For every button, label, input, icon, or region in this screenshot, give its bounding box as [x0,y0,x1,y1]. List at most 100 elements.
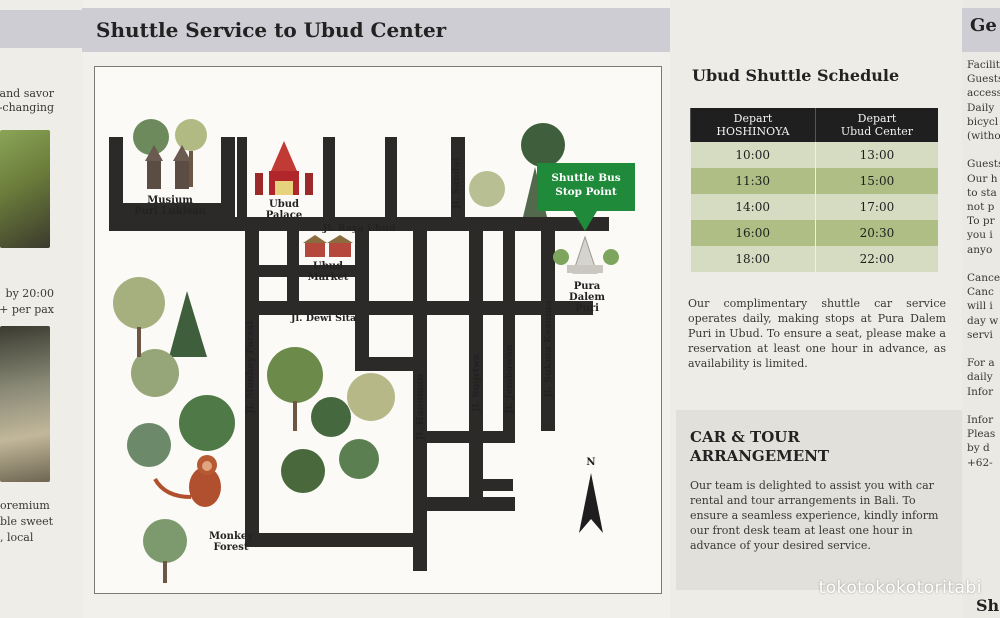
main-panel: Shuttle Service to Ubud Center [82,0,670,618]
tree [267,347,323,403]
road-segment [109,203,235,217]
right-heading: Ge [970,15,997,36]
tree [311,397,351,437]
left-text-mid-2: ++ per pax [0,303,54,316]
tree [133,119,169,155]
table-row: 14:00 17:00 [690,194,938,220]
tree [281,449,325,493]
left-text-bottom-3: , local [0,531,34,544]
left-text-bottom-1: oremium [0,499,50,512]
tree [143,519,187,563]
palace-icon [255,141,313,195]
schedule-cell: 22:00 [814,246,938,272]
schedule-cell: 16:00 [690,220,816,246]
food-photo-bottom [0,326,50,482]
tree [521,123,565,167]
car-tour-title: CAR & TOUR ARRANGEMENT [690,428,830,465]
table-row: 10:00 13:00 [690,142,938,168]
road-jl-sandat [451,137,465,217]
left-text-top-1: and savor [0,87,54,100]
car-tour-description: Our team is delighted to assist you with… [690,479,939,552]
stop-label-line-2: Stop Point [555,186,617,198]
road-segment [369,357,419,371]
schedule-cell: 13:00 [814,142,938,168]
right-bottom-heading: Sh [976,596,1000,615]
label-museum-1: Musium [147,195,193,206]
street-jl-raya-ubud: Jl. Raya Ubud [322,223,396,234]
trees [113,119,565,583]
table-row: 18:00 22:00 [690,246,938,272]
road-segment [109,137,123,217]
road-segment [221,137,235,217]
schedule-cell: 15:00 [814,168,938,194]
monkey-icon [153,455,221,507]
tree [113,277,165,329]
stop-label-line-1: Shuttle Bus [551,172,620,184]
left-panel: and savor -changing by 20:00 ++ per pax … [0,0,82,618]
street-jl-monkey-forest: Jl. Monkey Forest [245,320,256,415]
tree [169,291,207,357]
right-header-band [962,8,1000,52]
tree [347,373,395,421]
tree [127,423,171,467]
road-segment [427,431,515,443]
left-text-bottom-2: ble sweet [0,515,54,528]
tree-trunk [189,151,193,187]
left-text-top-2: -changing [0,101,54,114]
road-jl-sukma-kesuma [541,231,555,431]
food-photo-top [0,130,50,248]
right-text-column: Faciliti Guests access Daily bicycl (wit… [967,59,1000,469]
car-tour-box: CAR & TOUR ARRANGEMENT Our team is delig… [676,410,962,590]
schedule-cell: 17:00 [814,194,938,220]
watermark: tokotokokotoritabi [818,578,982,598]
right-panel: Ge Faciliti Guests access Daily bicycl (… [962,0,1000,618]
label-market-1: Ubud [313,261,343,272]
tree [131,349,179,397]
left-text-mid: by 20:00 [5,287,54,300]
road-jl-raya-ubud [109,217,609,231]
label-pura-2: Dalem [569,292,605,303]
road-network [109,137,609,571]
map-svg: Shuttle Bus Stop Point Musium Puri Lukis… [109,119,635,583]
street-jl-sugriwa: Jl. Sugriwa [471,354,482,413]
label-market-2: Market [308,272,349,283]
schedule-description: Our complimentary shuttle car service op… [688,297,946,370]
shuttle-map: Shuttle Bus Stop Point Musium Puri Lukis… [94,66,662,594]
title-band [82,8,670,52]
north-label: N [586,457,595,468]
street-jl-dewi-sita: Jl. Dewi Sita [290,313,356,324]
tree-trunk [137,327,141,357]
road-segment [483,479,513,491]
road-jl-monkey-forest [245,231,259,547]
road-segment [245,533,427,547]
tree [339,439,379,479]
schedule-cell: 20:30 [814,220,938,246]
label-palace-2: Palace [266,210,302,221]
header-band [0,10,82,48]
museum-icon [145,145,191,189]
label-monkey-1: Monkey [209,531,254,542]
table-row: 11:30 15:00 [690,168,938,194]
street-jl-sukma-kesuma: Jl. Sukma Kesuma [543,300,554,398]
street-jl-hanoman: Jl. Hanoman [415,374,426,441]
road-segment [427,497,515,511]
label-pura-1: Pura [574,281,601,292]
north-arrow [579,473,603,533]
road-segment [287,231,299,311]
market-icon [303,235,353,257]
label-pura-3: Puri [575,303,599,314]
label-monkey-2: Forest [213,542,248,553]
tree-trunk [163,561,167,583]
tree [175,119,207,151]
road-segment [323,137,335,217]
schedule-cell: 11:30 [690,168,816,194]
road-segment [355,231,369,371]
road-jl-jembawan [503,231,515,441]
page-title: Shuttle Service to Ubud Center [96,18,447,42]
shuttle-stop-callout [537,163,635,231]
schedule-cell: 10:00 [690,142,816,168]
